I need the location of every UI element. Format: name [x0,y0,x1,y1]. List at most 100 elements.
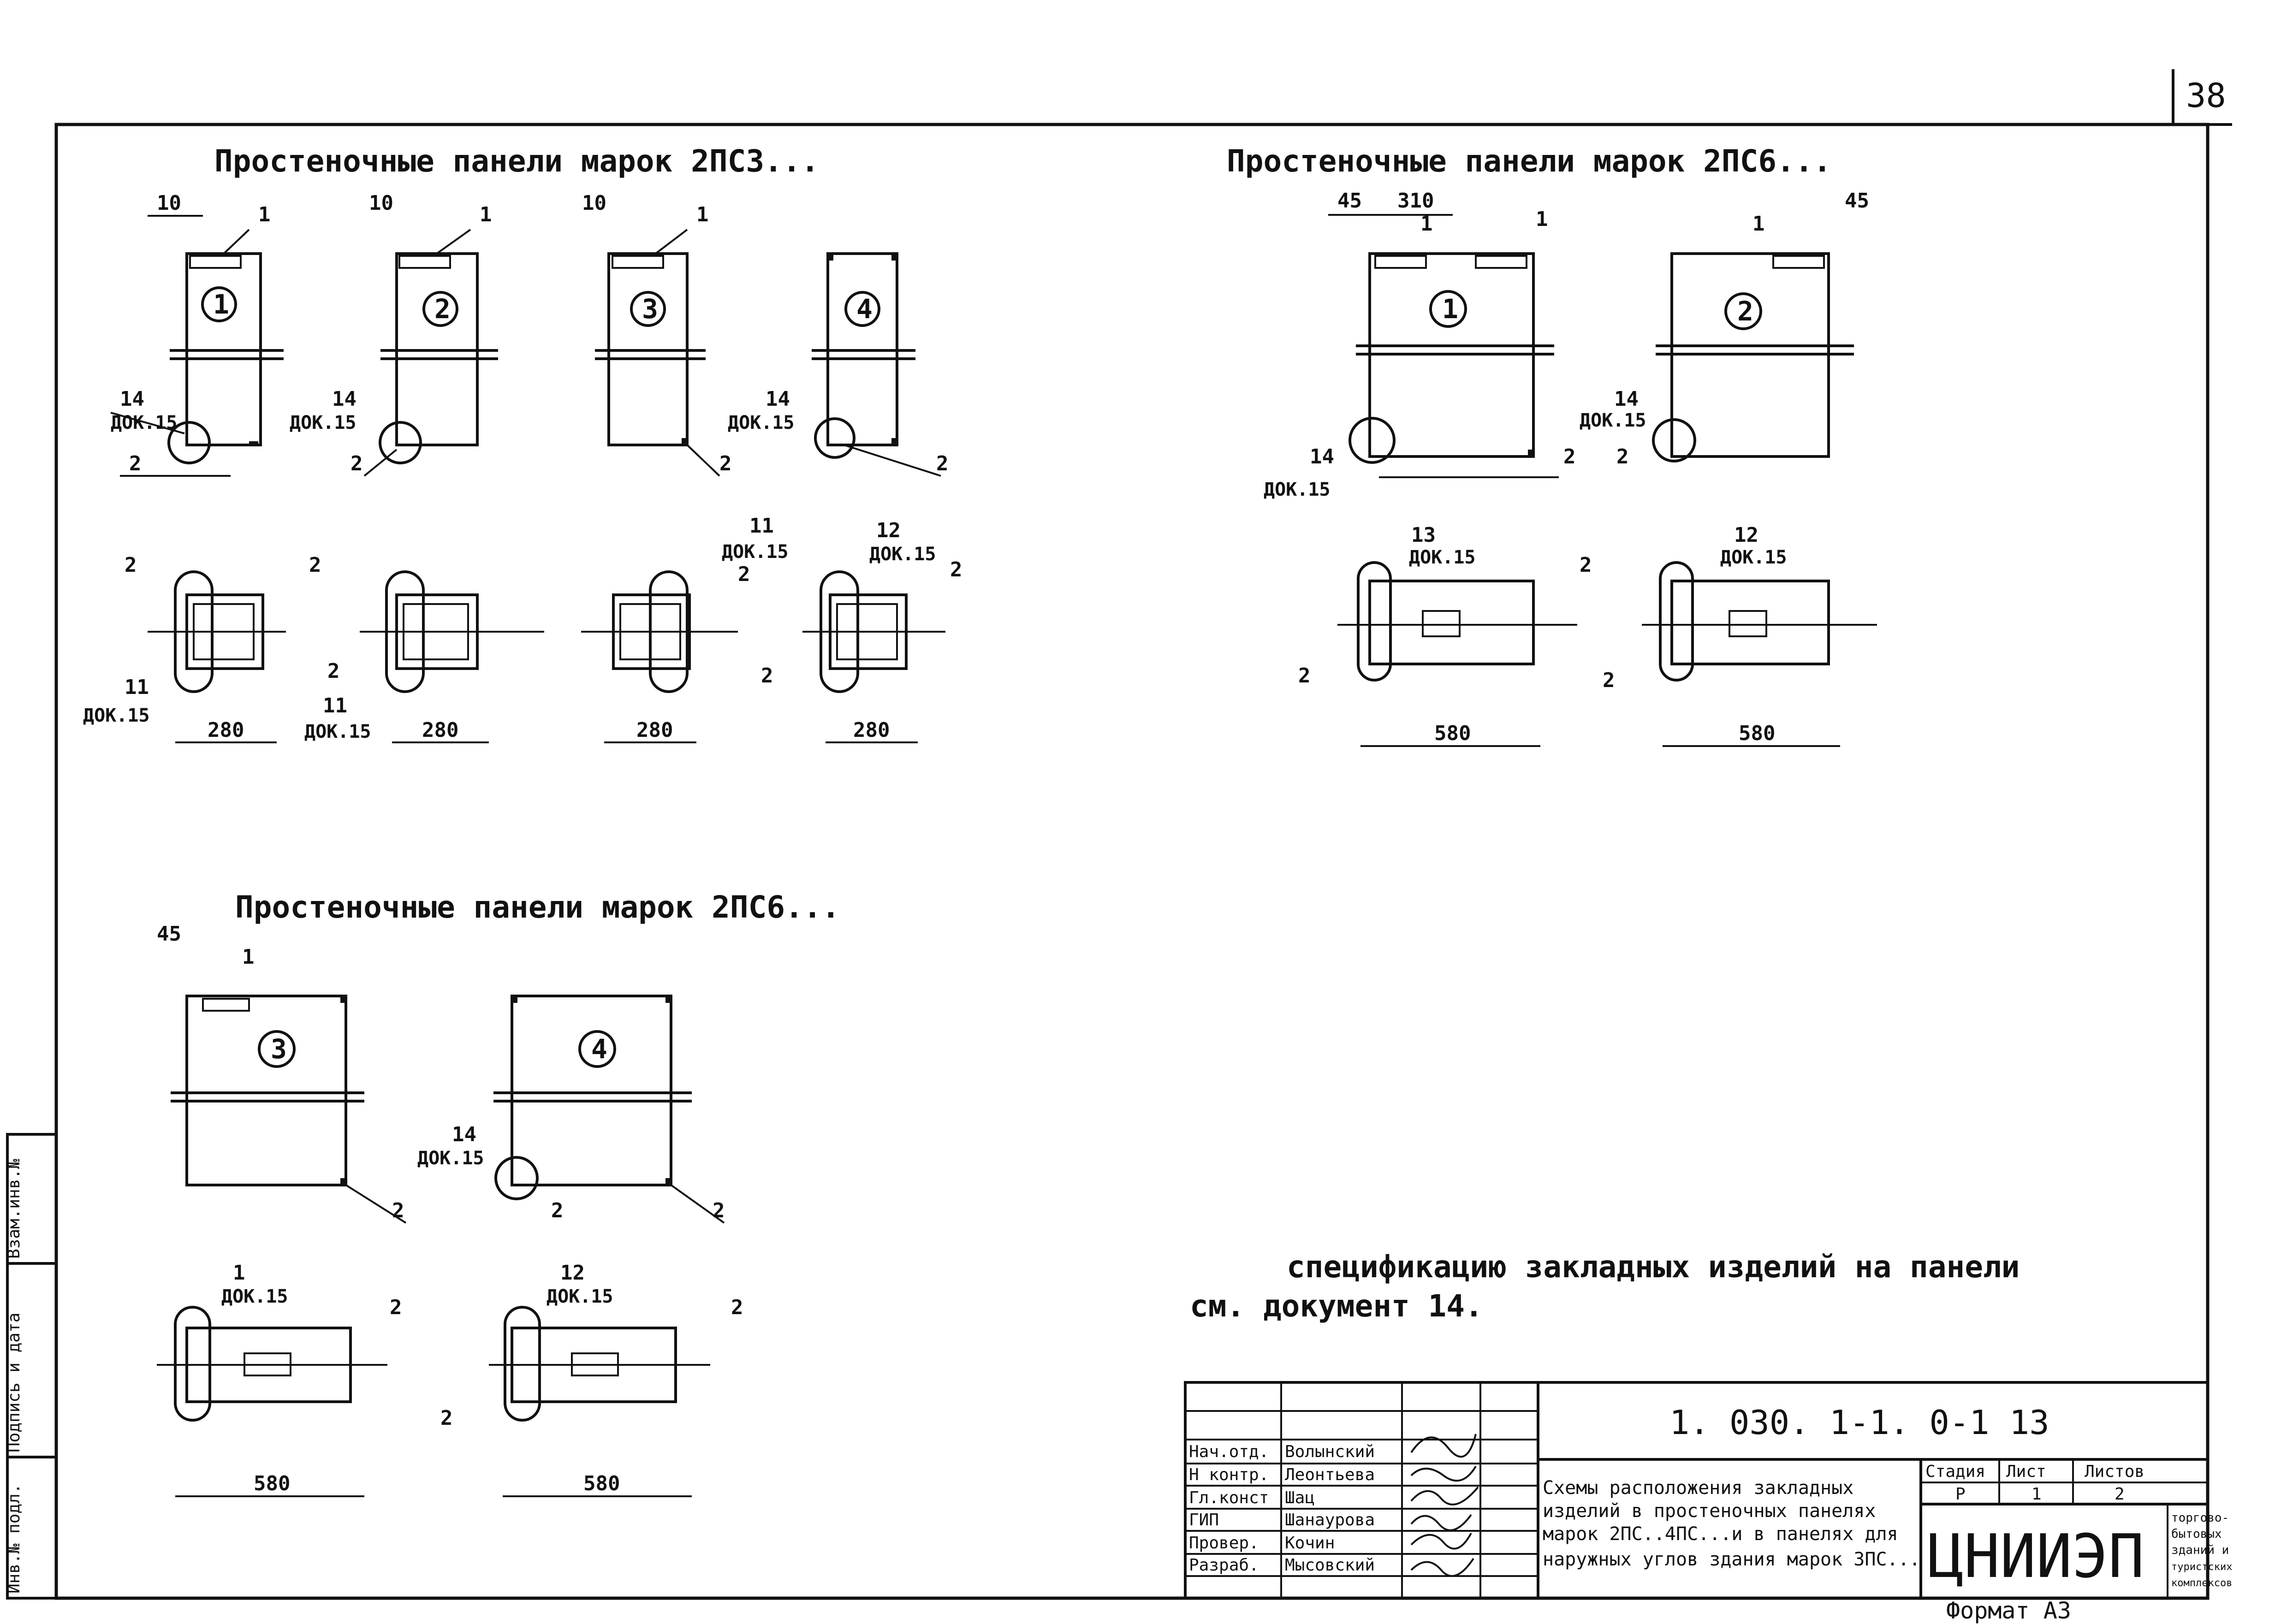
dim-10-a: 10 [157,191,181,215]
staff-role: Разраб. [1189,1556,1259,1575]
panel-2ps3-4: 4 [812,252,915,459]
sheet-number: 38 [2186,76,2226,115]
plan-doc15-bl-b: ДОК.15 [547,1286,613,1307]
staff-name: Мысовский [1285,1556,1375,1575]
panel-2ps3-3: 3 [595,252,706,446]
plan-leader-12-tr: 12 [1734,523,1758,547]
staff-role: Нач.отд. [1189,1442,1269,1461]
dim-280-c: 280 [636,718,673,742]
description-line: изделий в простеночных панелях [1543,1500,1876,1522]
sheets-label: Листов [2085,1462,2144,1481]
signature-scribble [1410,1558,1474,1577]
staff-role: Н контр. [1189,1465,1269,1484]
staff-role: Провер. [1189,1534,1259,1553]
leader-1-tr-a: 1 [1420,212,1433,236]
dim-580-tr-a: 580 [1434,722,1471,745]
staff-name: Шац [1285,1488,1315,1507]
plan-leader-2-c: 2 [738,563,750,586]
side-stamp-field-1: Инв.№ подл. [5,1484,24,1594]
panel-number: 2 [1737,296,1753,327]
organization-desc: торгово- [2171,1511,2229,1525]
leader-line-2-d [844,444,941,477]
plan-doc15-a: ДОК.15 [83,705,150,726]
panel-number: 1 [213,289,229,320]
section-title-2ps6-bottom: Простеночные панели марок 2ПС6... [235,889,840,925]
leader-line-2-b [363,449,398,477]
dim-280-a: 280 [208,718,244,742]
leader-doc15-tr-b: ДОК.15 [1580,410,1646,431]
side-stamp-field-3: Взам.инв.№ [5,1159,24,1259]
leader-doc15-b: ДОК.15 [290,412,356,433]
leader-line-1-c [652,229,688,257]
plan-doc15-d: ДОК.15 [869,544,936,565]
plan-leader-11-c: 11 [749,514,774,538]
leader-line-2-bl-a [345,1184,407,1224]
side-stamp: Инв.№ подл. Подпись и дата Взам.инв.№ [5,1133,58,1600]
leader-line-1-a [220,229,250,257]
dim-10-c: 10 [582,191,606,215]
plan-leader-2-bl-b1: 2 [731,1296,743,1319]
plan-leader-2-tr-b: 2 [1603,669,1615,692]
plan-leader-12-d: 12 [876,519,901,542]
plan-2ps6-4 [489,1306,710,1422]
staff-name: Кочин [1285,1534,1335,1553]
plan-leader-2-a2: 2 [309,553,321,577]
leader-1-b: 1 [480,203,492,226]
leader-2-d: 2 [936,452,949,475]
section-title-2ps3: Простеночные панели марок 2ПС3... [214,143,819,179]
leader-line-2-c [686,444,720,477]
staff-role: ГИП [1189,1511,1219,1529]
plan-doc15-c: ДОК.15 [722,541,789,563]
panel-number: 2 [434,293,451,325]
dim-10-b: 10 [369,191,393,215]
panel-2ps6-4: 4 [493,995,692,1200]
title-block-staff: Нач.отд. Волынский Н контр. Леонтьева Гл… [1189,1434,1479,1577]
organization-desc: туристских [2171,1561,2232,1573]
panel-number: 4 [856,293,873,325]
stage-label: Стадия [1925,1462,1985,1481]
signature-scribble [1410,1434,1477,1458]
title-block [1184,1381,2209,1600]
paper-format: Формат А3 [1946,1597,2071,1624]
plan-2ps3-3 [581,570,738,693]
plan-leader-2-a1: 2 [125,553,137,577]
plan-leader-2-bl-a: 2 [390,1296,402,1319]
plan-leader-2-tr-a2: 2 [1298,664,1311,688]
leader-2-c: 2 [719,452,732,475]
leader-doc15-bl: ДОК.15 [417,1148,484,1169]
leader-14-bl: 14 [452,1123,476,1146]
plan-2ps3-4 [802,570,945,693]
panel-number: 1 [1442,293,1458,325]
plan-leader-2-b: 2 [327,659,340,683]
plan-doc15-bl-a: ДОК.15 [221,1286,288,1307]
signature-scribble [1410,1514,1472,1531]
leader-1-c: 1 [696,203,709,226]
leader-line-2-bl-c [670,1184,725,1224]
leader-2-tr-a: 2 [1563,445,1576,468]
panel-number: 3 [271,1033,287,1065]
plan-doc15-b: ДОК.15 [304,721,371,742]
plan-leader-2-d1: 2 [950,558,962,581]
plan-2ps6-2 [1642,561,1877,682]
leader-14-a: 14 [120,387,144,411]
dim-45-bl: 45 [157,922,181,946]
plan-leader-2-bl-b2: 2 [440,1406,453,1430]
leader-1-tr-b: 1 [1536,207,1548,231]
leader-2-a: 2 [129,452,142,475]
organization-logo: ЦНИИЭП [1928,1521,2144,1591]
signature-scribble [1410,1486,1479,1505]
note-line-1: спецификацию закладных изделий на панели [1287,1249,2020,1285]
dim-310-tr: 310 [1397,189,1434,213]
panel-2ps3-1: 1 [167,252,284,464]
signature-scribble [1410,1465,1477,1482]
panel-2ps3-2: 2 [379,252,498,464]
description-line: марок 2ПС..4ПС...и в панелях для [1543,1523,1898,1545]
plan-leader-12-bl: 12 [560,1261,585,1285]
plan-leader-2-tr-a1: 2 [1580,553,1592,577]
sheet-value: 1 [2032,1485,2042,1504]
plan-2ps3-2 [360,570,544,693]
dim-580-bl-b: 580 [583,1472,620,1495]
leader-2-bl-b: 2 [551,1199,564,1222]
panel-2ps6-1: 1 [1348,252,1554,464]
leader-2-b: 2 [350,452,363,475]
